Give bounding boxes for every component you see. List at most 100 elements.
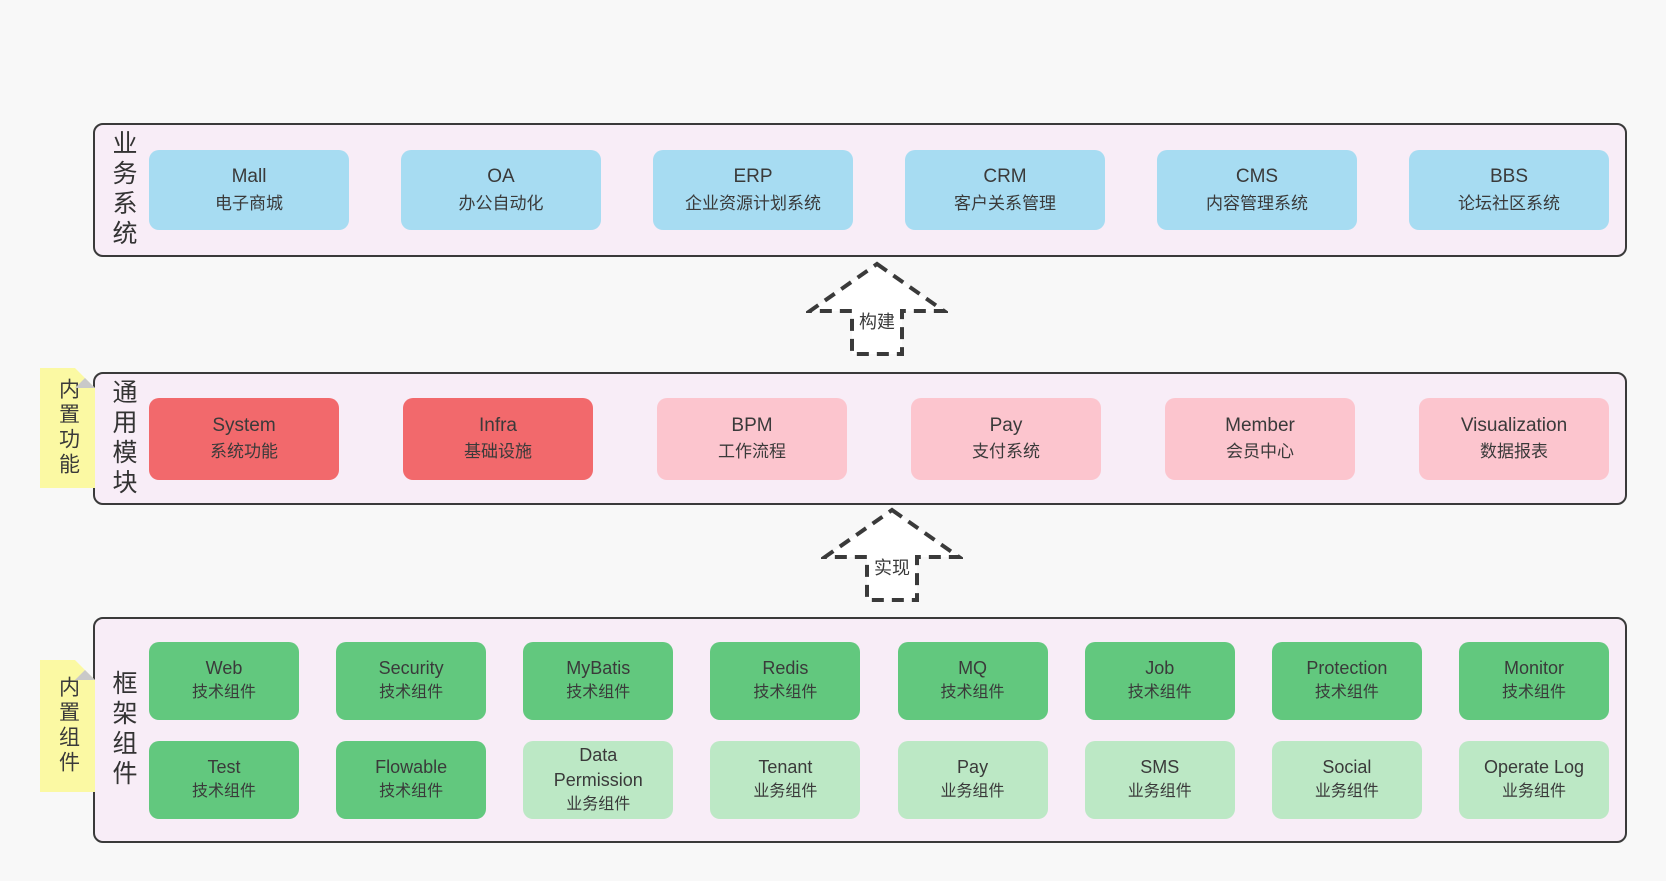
sticky-note-label: 内置功能	[56, 378, 80, 478]
component-name: MyBatis	[566, 658, 631, 679]
component-description: 电子商城	[215, 193, 283, 213]
component-box-system: System 系统功能	[149, 397, 339, 480]
component-name: BPM	[731, 414, 773, 436]
component-box-tenant: Tenant 业务组件	[710, 740, 861, 819]
component-name: System	[212, 414, 276, 436]
component-name: Member	[1225, 414, 1295, 436]
band-business-systems: 业务系统 Mall 电子商城 OA 办公自动化 ERP 企业资源计划系统 CRM 客户关系管理…	[93, 123, 1627, 257]
component-box-member: Member 会员中心	[1165, 397, 1355, 480]
component-description: 业务组件	[1501, 783, 1566, 801]
band-label-business-systems: 业务系统	[109, 130, 137, 250]
component-row: Mall 电子商城 OA 办公自动化 ERP 企业资源计划系统 CRM 客户关系管理 CMS 内容…	[149, 150, 1609, 230]
component-name: Job	[1145, 658, 1175, 679]
component-box-infra: Infra 基础设施	[403, 397, 593, 480]
component-description: 技术组件	[191, 684, 256, 702]
component-name: MQ	[958, 658, 988, 679]
component-name: Protection	[1306, 658, 1388, 679]
component-description: 技术组件	[940, 684, 1005, 702]
band-rows: Mall 电子商城 OA 办公自动化 ERP 企业资源计划系统 CRM 客户关系管理 CMS 内容…	[149, 125, 1609, 255]
component-box-mybatis: MyBatis 技术组件	[523, 641, 674, 720]
component-box-pay: Pay 支付系统	[911, 397, 1101, 480]
component-description: 业务组件	[1127, 783, 1192, 801]
component-box-bpm: BPM 工作流程	[657, 397, 847, 480]
band-rows: System 系统功能 Infra 基础设施 BPM 工作流程 Pay 支付系统 Member 会…	[149, 374, 1609, 503]
arrow-label-build: 构建	[857, 308, 897, 334]
component-name: Mall	[231, 166, 267, 188]
band-label-common-modules: 通用模块	[109, 378, 137, 499]
component-description: 技术组件	[379, 684, 444, 702]
component-description: 论坛社区系统	[1458, 193, 1560, 213]
component-box-job: Job 技术组件	[1084, 641, 1235, 720]
component-box-cms: CMS 内容管理系统	[1157, 150, 1357, 230]
component-box-redis: Redis 技术组件	[710, 641, 861, 720]
component-description: 数据报表	[1480, 442, 1548, 462]
component-name: Monitor	[1503, 658, 1564, 679]
component-description: 技术组件	[753, 684, 818, 702]
component-description: 企业资源计划系统	[685, 193, 821, 213]
component-box-web: Web 技术组件	[149, 641, 299, 720]
component-name: Redis	[762, 658, 809, 679]
component-name: Operate Log	[1483, 757, 1585, 778]
component-description: 业务组件	[566, 796, 631, 813]
component-name: Pay	[989, 414, 1023, 436]
component-box-erp: ERP 企业资源计划系统	[653, 150, 853, 230]
sticky-note-label: 内置组件	[56, 676, 80, 776]
component-description: 基础设施	[464, 442, 532, 462]
component-box-flowable: Flowable 技术组件	[336, 740, 487, 819]
component-description: 技术组件	[1314, 684, 1379, 702]
component-box-sms: SMS 业务组件	[1084, 740, 1235, 819]
component-description: 业务组件	[753, 783, 818, 801]
component-description: 会员中心	[1226, 442, 1294, 462]
component-name: Flowable	[375, 757, 448, 778]
component-description: 技术组件	[191, 783, 256, 801]
component-row: System 系统功能 Infra 基础设施 BPM 工作流程 Pay 支付系统 Member 会…	[149, 397, 1609, 480]
component-description: 技术组件	[566, 684, 631, 702]
component-description: 技术组件	[1501, 684, 1566, 702]
component-description: 支付系统	[972, 442, 1040, 462]
component-box-mq: MQ 技术组件	[897, 641, 1048, 720]
component-description: 客户关系管理	[954, 193, 1056, 213]
component-box-visualization: Visualization 数据报表	[1419, 397, 1609, 480]
component-name: Infra	[478, 414, 518, 436]
component-name: Test	[207, 757, 241, 778]
component-name: Social	[1322, 757, 1372, 778]
component-name: Pay	[957, 757, 989, 778]
component-box-monitor: Monitor 技术组件	[1458, 641, 1609, 720]
component-description: 工作流程	[718, 442, 786, 462]
component-description: 系统功能	[210, 442, 278, 462]
arrow-label-implement: 实现	[872, 554, 912, 580]
dashed-up-arrow-implement: 实现	[821, 506, 963, 604]
sticky-note-built-in-components: 内置组件	[40, 660, 95, 792]
component-box-crm: CRM 客户关系管理	[905, 150, 1105, 230]
component-description: 办公自动化	[458, 193, 544, 213]
component-name: OA	[487, 166, 515, 188]
component-description: 内容管理系统	[1206, 193, 1308, 213]
component-box-test: Test 技术组件	[149, 740, 299, 819]
component-name: CRM	[983, 166, 1027, 188]
band-label-framework-components: 框架组件	[109, 670, 137, 790]
component-name: ERP	[733, 166, 773, 188]
component-box-protection: Protection 技术组件	[1271, 641, 1422, 720]
component-description: 业务组件	[1314, 783, 1379, 801]
component-name: CMS	[1235, 166, 1279, 188]
component-name: Data Permission	[553, 744, 643, 790]
component-name: BBS	[1489, 166, 1529, 188]
component-box-mall: Mall 电子商城	[149, 150, 349, 230]
component-description: 技术组件	[1127, 684, 1192, 702]
component-name: Tenant	[758, 757, 813, 778]
component-box-bbs: BBS 论坛社区系统	[1409, 150, 1609, 230]
sticky-note-built-in-features: 内置功能	[40, 368, 95, 488]
component-box-oa: OA 办公自动化	[401, 150, 601, 230]
component-description: 技术组件	[379, 783, 444, 801]
component-name: Visualization	[1460, 414, 1568, 436]
component-name: Web	[205, 658, 243, 679]
component-name: SMS	[1140, 757, 1180, 778]
